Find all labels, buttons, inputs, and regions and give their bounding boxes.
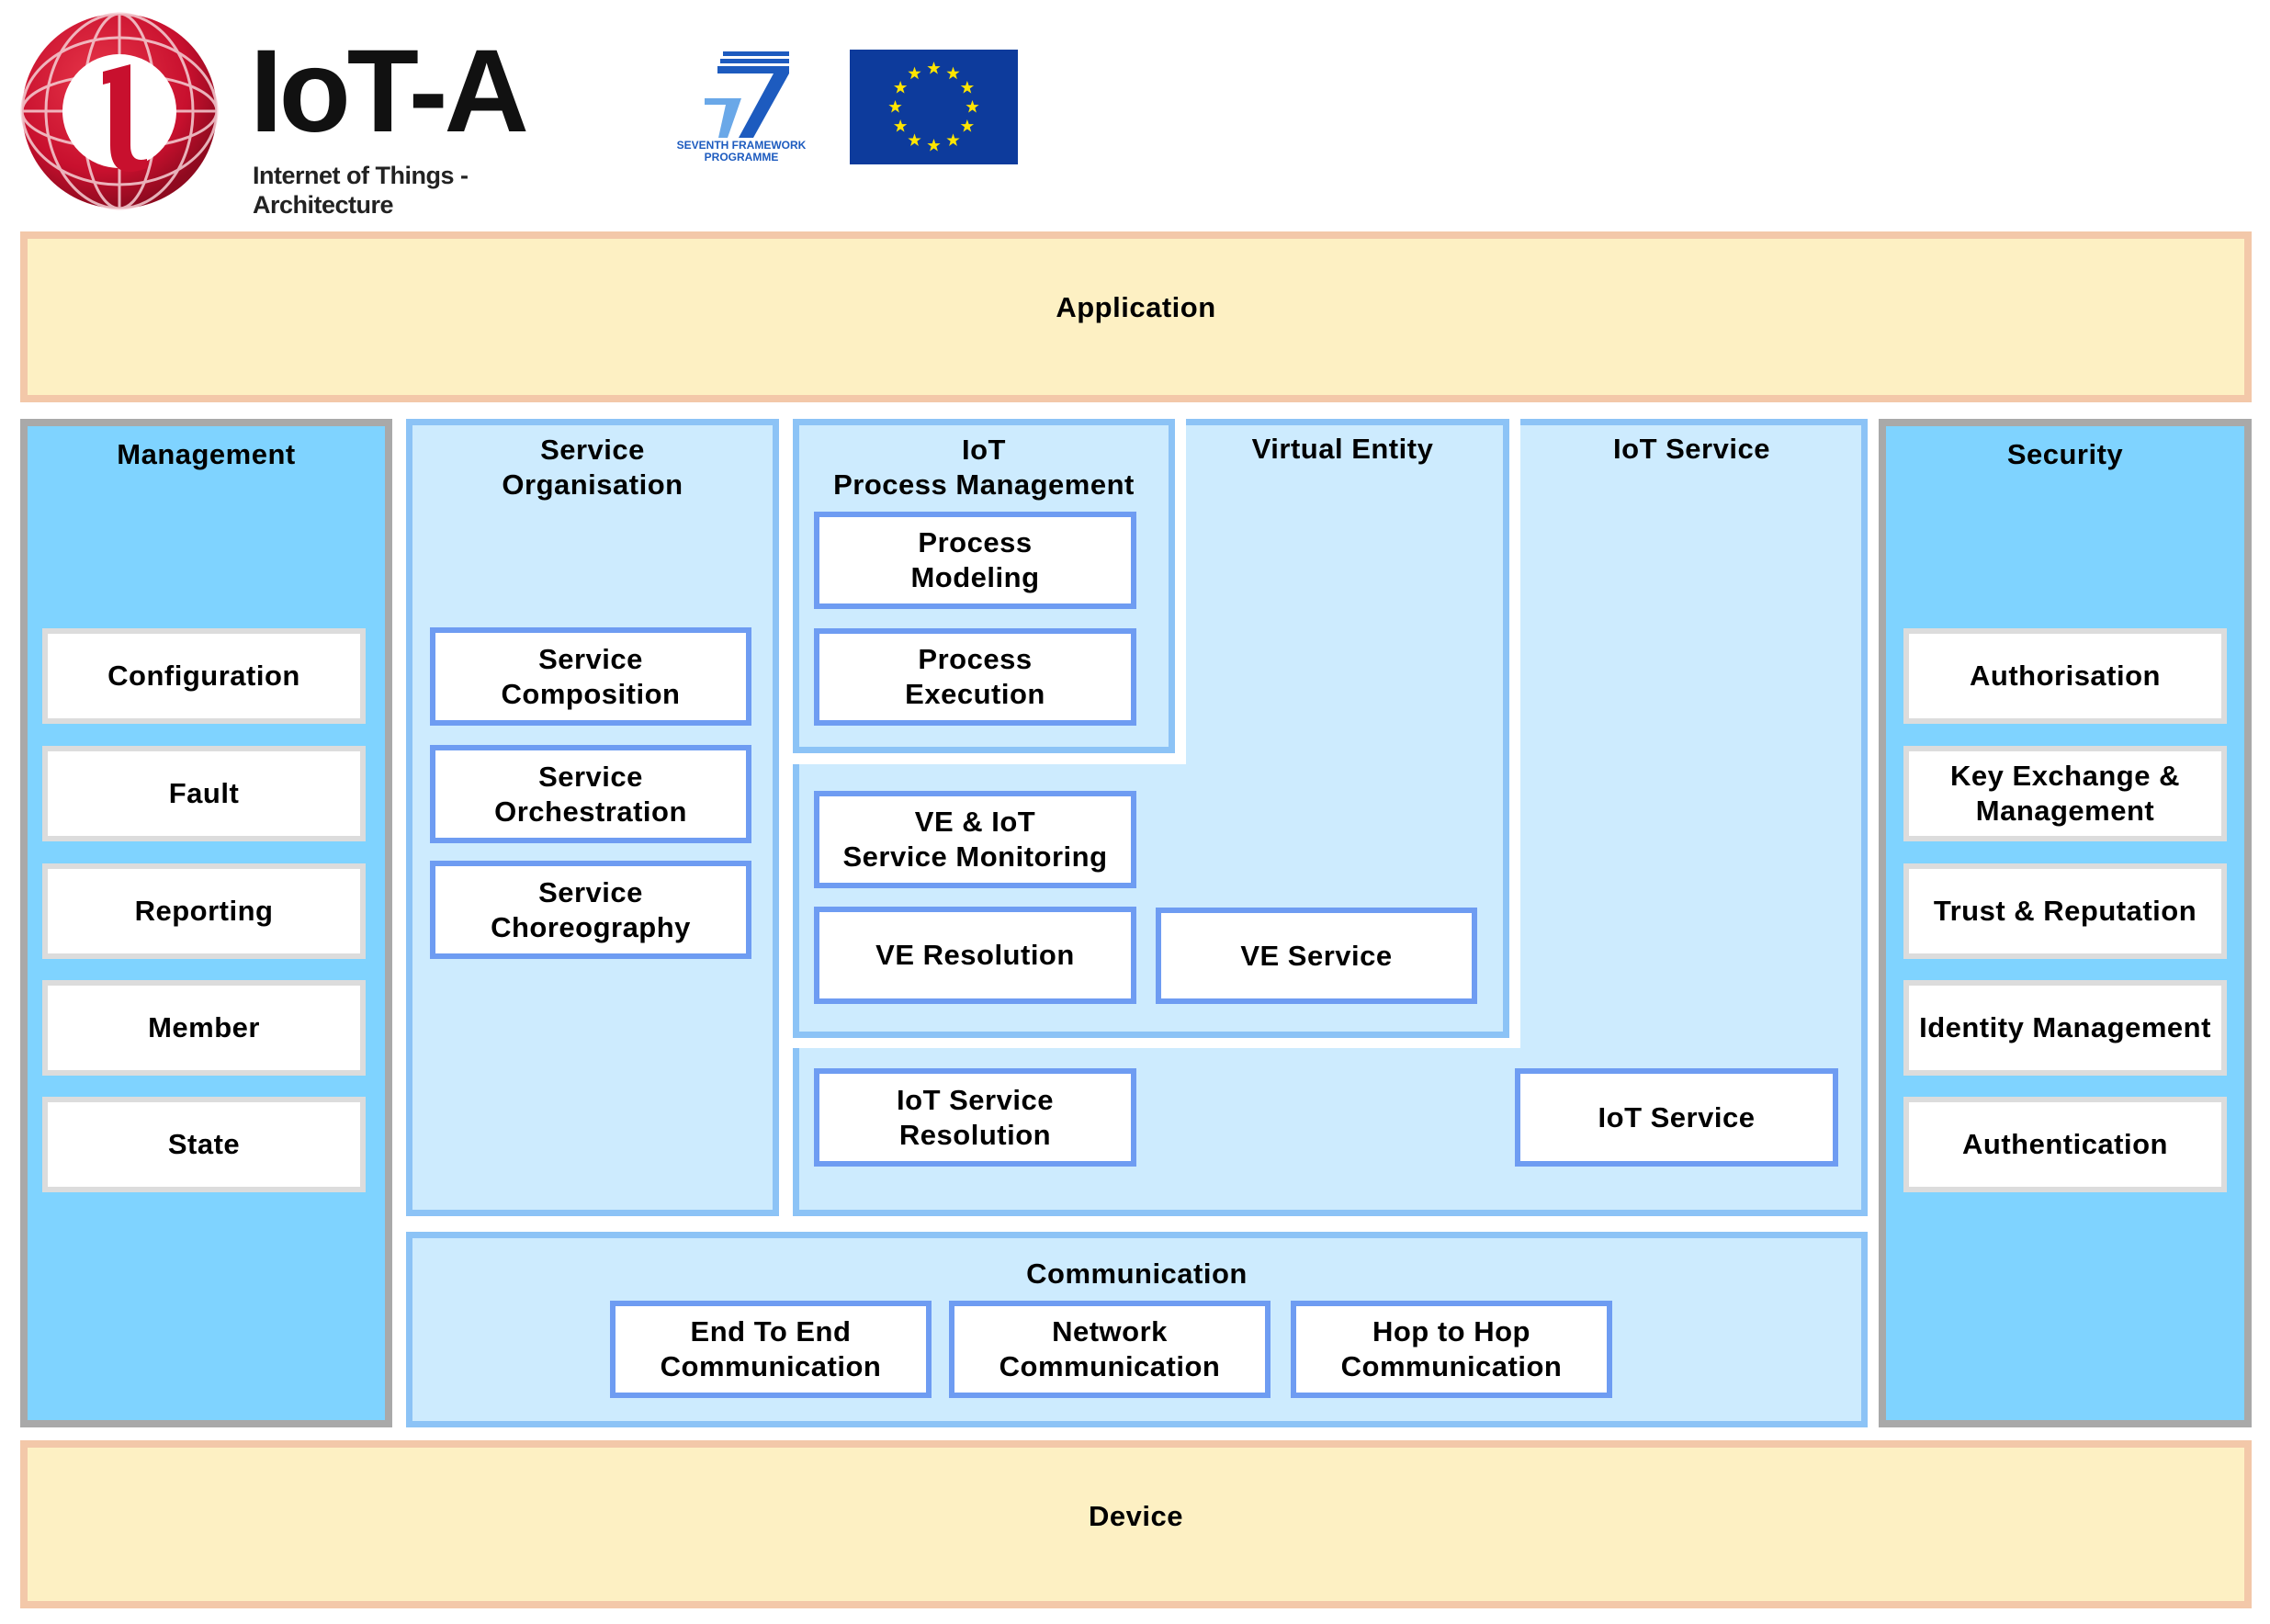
fp7-text-line1: SEVENTH FRAMEWORK (676, 139, 807, 152)
authentication-box[interactable]: Authentication (1903, 1097, 2227, 1192)
device-label: Device (1089, 1500, 1183, 1532)
ve-iot-service-monitoring-box[interactable]: VE & IoT Service Monitoring (814, 791, 1136, 888)
network-communication-box[interactable]: Network Communication (949, 1301, 1271, 1398)
member-box[interactable]: Member (42, 980, 366, 1076)
logo-title: IoT-A (250, 26, 529, 157)
logo-subtitle: Internet of Things - Architecture (253, 162, 469, 219)
service-composition-box[interactable]: Service Composition (430, 627, 751, 726)
ve-resolution-box[interactable]: VE Resolution (814, 907, 1136, 1004)
eu-star-icon (966, 100, 979, 113)
fp7-logo: SEVENTH FRAMEWORK PROGRAMME (672, 48, 810, 167)
key-exchange-management-box[interactable]: Key Exchange & Management (1903, 746, 2227, 841)
eu-star-icon (927, 62, 941, 74)
reporting-box[interactable]: Reporting (42, 863, 366, 959)
globe-logo-icon (20, 12, 219, 210)
process-execution-box[interactable]: Process Execution (814, 628, 1136, 726)
state-box[interactable]: State (42, 1097, 366, 1192)
fault-box[interactable]: Fault (42, 746, 366, 841)
process-modeling-box[interactable]: Process Modeling (814, 512, 1136, 609)
end-to-end-communication-box[interactable]: End To End Communication (610, 1301, 932, 1398)
service-choreography-box[interactable]: Service Choreography (430, 861, 751, 959)
service-orchestration-box[interactable]: Service Orchestration (430, 745, 751, 843)
eu-flag (850, 50, 1018, 164)
process-management-title: IoT Process Management (833, 434, 1135, 501)
eu-star-icon (960, 119, 975, 132)
application-layer: Application (20, 231, 2252, 402)
management-title: Management (117, 438, 296, 470)
eu-star-icon (893, 81, 908, 94)
ve-service-box[interactable]: VE Service (1156, 908, 1477, 1004)
communication-title: Communication (1026, 1257, 1248, 1290)
eu-star-icon (908, 66, 921, 80)
iot-a-logo: IoT-A Internet of Things - Architecture (18, 7, 606, 219)
security-title: Security (2006, 438, 2124, 470)
eu-star-icon (888, 100, 902, 113)
authorisation-box[interactable]: Authorisation (1903, 628, 2227, 724)
iot-service-resolution-box[interactable]: IoT Service Resolution (814, 1068, 1136, 1167)
eu-star-icon (893, 119, 908, 132)
fp7-seven-icon (705, 51, 789, 138)
eu-stars-icon (888, 62, 979, 152)
identity-management-box[interactable]: Identity Management (1903, 980, 2227, 1076)
eu-star-icon (946, 133, 960, 146)
eu-star-icon (960, 81, 975, 94)
virtual-entity-title: Virtual Entity (1251, 433, 1434, 465)
eu-star-icon (927, 139, 941, 152)
trust-reputation-box[interactable]: Trust & Reputation (1903, 863, 2227, 959)
application-label: Application (1056, 291, 1216, 323)
eu-star-icon (908, 133, 921, 146)
fp7-text-line2: PROGRAMME (704, 151, 779, 164)
iot-service-title: IoT Service (1613, 433, 1770, 465)
hop-to-hop-communication-box[interactable]: Hop to Hop Communication (1291, 1301, 1612, 1398)
device-layer: Device (20, 1440, 2252, 1608)
iot-service-box[interactable]: IoT Service (1515, 1068, 1838, 1167)
service-organisation-title: Service Organisation (502, 434, 683, 501)
configuration-box[interactable]: Configuration (42, 628, 366, 724)
eu-star-icon (946, 66, 960, 80)
